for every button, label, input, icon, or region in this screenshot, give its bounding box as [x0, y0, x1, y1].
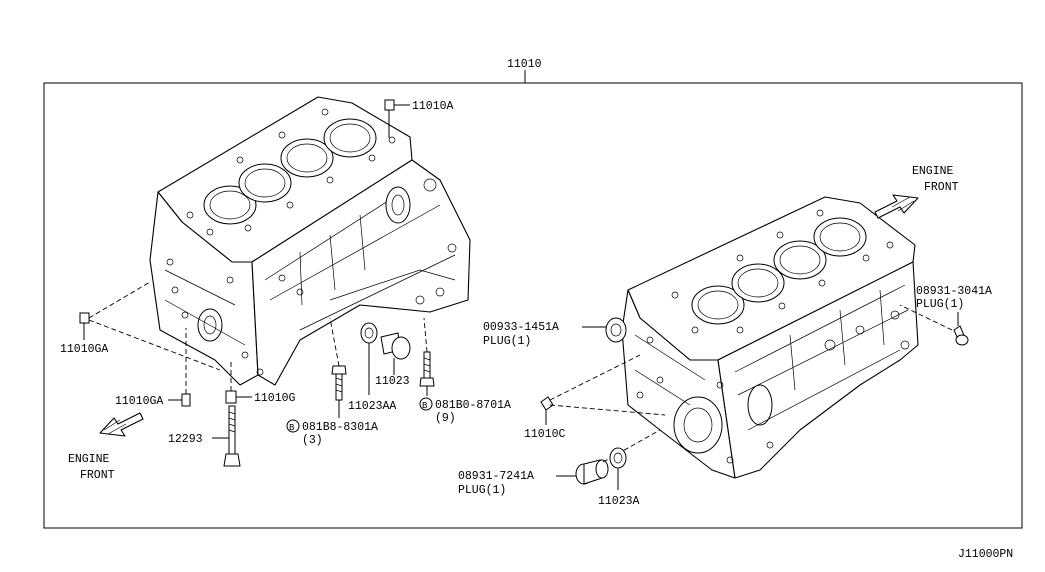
- engine-front-label-left-2: FRONT: [80, 469, 115, 482]
- callout-08931-3041A-plug: PLUG(1): [916, 298, 964, 311]
- drawing-code: J11000PN: [958, 548, 1013, 561]
- callout-081B0-qty: (9): [435, 412, 456, 425]
- assembly-number: 11010: [507, 58, 542, 71]
- plug-00933-1451A: [605, 317, 627, 343]
- washer-11023AA: [360, 322, 378, 344]
- callout-11010C: 11010C: [524, 428, 566, 441]
- callout-081B8-8301A: 081B8-8301A: [302, 421, 378, 434]
- dowel-pin-11010GA: [181, 393, 191, 407]
- bolt-12293: [223, 405, 241, 467]
- engine-front-label-right-1: ENGINE: [912, 165, 954, 178]
- callout-08931-7241A-plug: PLUG(1): [458, 484, 506, 497]
- dowel-11010G: [225, 390, 237, 404]
- callout-11023AA: 11023AA: [348, 400, 396, 413]
- callout-11023: 11023: [375, 375, 410, 388]
- bolt-badge-081B0-letter: B: [422, 401, 428, 411]
- callout-08931-7241A: 08931-7241A: [458, 470, 534, 483]
- callout-12293: 12293: [168, 433, 203, 446]
- engine-front-arrow-right: [874, 194, 919, 219]
- plug-08931-7241A: [575, 459, 609, 485]
- callout-08931-3041A: 08931-3041A: [916, 285, 992, 298]
- callout-081B0-8701A: 081B0-8701A: [435, 399, 511, 412]
- plug-08931-3041A: [953, 325, 969, 346]
- plug-11023: [380, 332, 411, 360]
- callout-081B8-qty: (3): [302, 434, 323, 447]
- callout-11010GA-left: 11010GA: [60, 343, 108, 356]
- bolt-badge-081B8-letter: B: [289, 423, 295, 433]
- engine-front-arrow-left: [99, 412, 144, 437]
- callout-00933-1451A: 00933-1451A: [483, 321, 559, 334]
- bolt-badge-081B0: [419, 397, 433, 411]
- dowel-pin-11010GA-left: [79, 312, 90, 324]
- bolt-081B0-8701A: [419, 351, 435, 387]
- callout-11010GA: 11010GA: [115, 395, 163, 408]
- engine-front-label-left-1: ENGINE: [68, 453, 110, 466]
- bolt-081B8-8301A: [331, 365, 347, 401]
- callout-11010G: 11010G: [254, 392, 296, 405]
- engine-front-label-right-2: FRONT: [924, 181, 959, 194]
- assembly-frame: [43, 82, 1023, 529]
- engine-block-left: [149, 96, 471, 386]
- callout-11010A: 11010A: [412, 100, 454, 113]
- callout-00933-plug: PLUG(1): [483, 335, 531, 348]
- washer-11023A: [609, 447, 627, 469]
- bolt-badge-081B8: [286, 419, 300, 433]
- callout-11023A: 11023A: [598, 495, 640, 508]
- engine-block-right: [621, 196, 919, 479]
